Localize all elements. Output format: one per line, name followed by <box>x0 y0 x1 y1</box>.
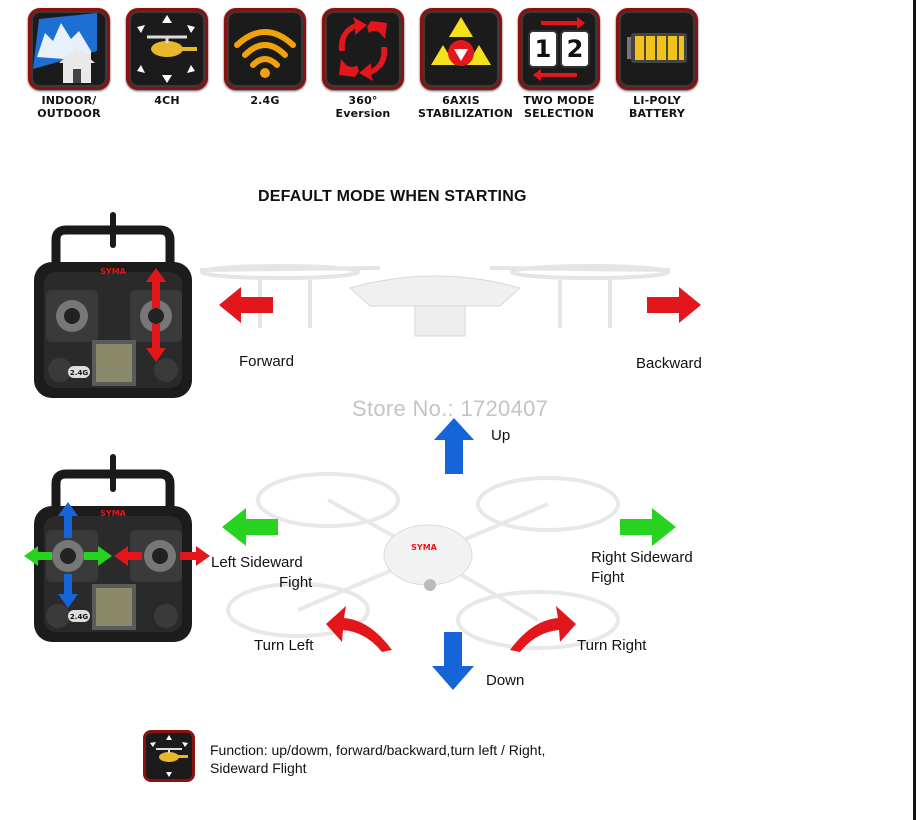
feature-label: TWO MODE SELECTION <box>523 94 595 120</box>
feature-two-mode: 1 2 TWO MODE SELECTION <box>516 8 602 120</box>
forward-label: Forward <box>239 353 295 370</box>
turn-left-arrow <box>326 604 396 659</box>
left-sideward-label: Left Sideward <box>211 554 303 571</box>
down-arrow <box>432 632 474 695</box>
feature-360-eversion: 360° Eversion <box>320 8 406 120</box>
default-mode-heading: DEFAULT MODE WHEN STARTING <box>258 188 527 205</box>
function-line-2: Sideward Flight <box>210 760 307 776</box>
svg-text:2: 2 <box>567 35 584 63</box>
feature-6axis: 6AXIS STABILIZATION <box>418 8 514 120</box>
right-sideward-label: Right Sideward <box>591 549 693 566</box>
svg-text:SYMA: SYMA <box>100 267 127 276</box>
svg-text:SYMA: SYMA <box>411 543 438 552</box>
svg-text:2.4G: 2.4G <box>70 613 88 621</box>
store-watermark: Store No.: 1720407 <box>352 396 549 421</box>
drone-top-view: SYMA <box>218 460 638 660</box>
feature-label: INDOOR/ OUTDOOR <box>37 94 101 120</box>
forward-arrow <box>219 287 273 328</box>
backward-arrow <box>647 287 701 328</box>
feature-label: 4CH <box>154 94 180 107</box>
remote-controller-sideward-turn: SYMA 2.4G <box>24 452 210 644</box>
feature-label: 2.4G <box>250 94 280 107</box>
svg-text:SYMA: SYMA <box>100 509 127 518</box>
helicopter-icon <box>143 730 195 782</box>
wifi-signal-icon <box>224 8 306 90</box>
feature-2-4g: 2.4G <box>222 8 308 107</box>
function-description: Function: up/dowm, forward/backward,turn… <box>210 741 545 777</box>
rotation-arrows-icon <box>322 8 404 90</box>
drone-side-view <box>199 258 671 348</box>
page-right-border <box>913 0 916 820</box>
feature-4ch: 4CH <box>124 8 210 107</box>
right-sideward-label-2: Fight <box>591 569 625 586</box>
turn-right-label: Turn Right <box>577 637 647 654</box>
feature-label: 360° Eversion <box>335 94 391 120</box>
feature-label: LI-POLY BATTERY <box>628 94 686 120</box>
left-sideward-label-2: Fight <box>279 574 313 591</box>
svg-text:1: 1 <box>535 35 552 63</box>
down-label: Down <box>486 672 525 689</box>
mode-switch-icon: 1 2 <box>518 8 600 90</box>
function-line-1: Function: up/dowm, forward/backward,turn… <box>210 742 546 758</box>
right-sideward-arrow <box>620 508 676 551</box>
feature-label: 6AXIS STABILIZATION <box>418 94 514 120</box>
turn-left-label: Turn Left <box>254 637 314 654</box>
helicopter-icon <box>126 8 208 90</box>
battery-icon <box>616 8 698 90</box>
backward-label: Backward <box>636 355 702 372</box>
remote-controller-forward-backward: SYMA 2.4G <box>32 210 194 400</box>
freq-badge: 2.4G <box>70 369 88 377</box>
up-arrow <box>434 418 474 479</box>
feature-indoor-outdoor: INDOOR/ OUTDOOR <box>26 8 112 120</box>
house-mountain-icon <box>28 8 110 90</box>
feature-li-poly-battery: LI-POLY BATTERY <box>614 8 700 120</box>
left-sideward-arrow <box>222 508 278 551</box>
up-label: Up <box>491 427 511 444</box>
turn-right-arrow <box>506 604 576 659</box>
triangle-axis-icon <box>420 8 502 90</box>
